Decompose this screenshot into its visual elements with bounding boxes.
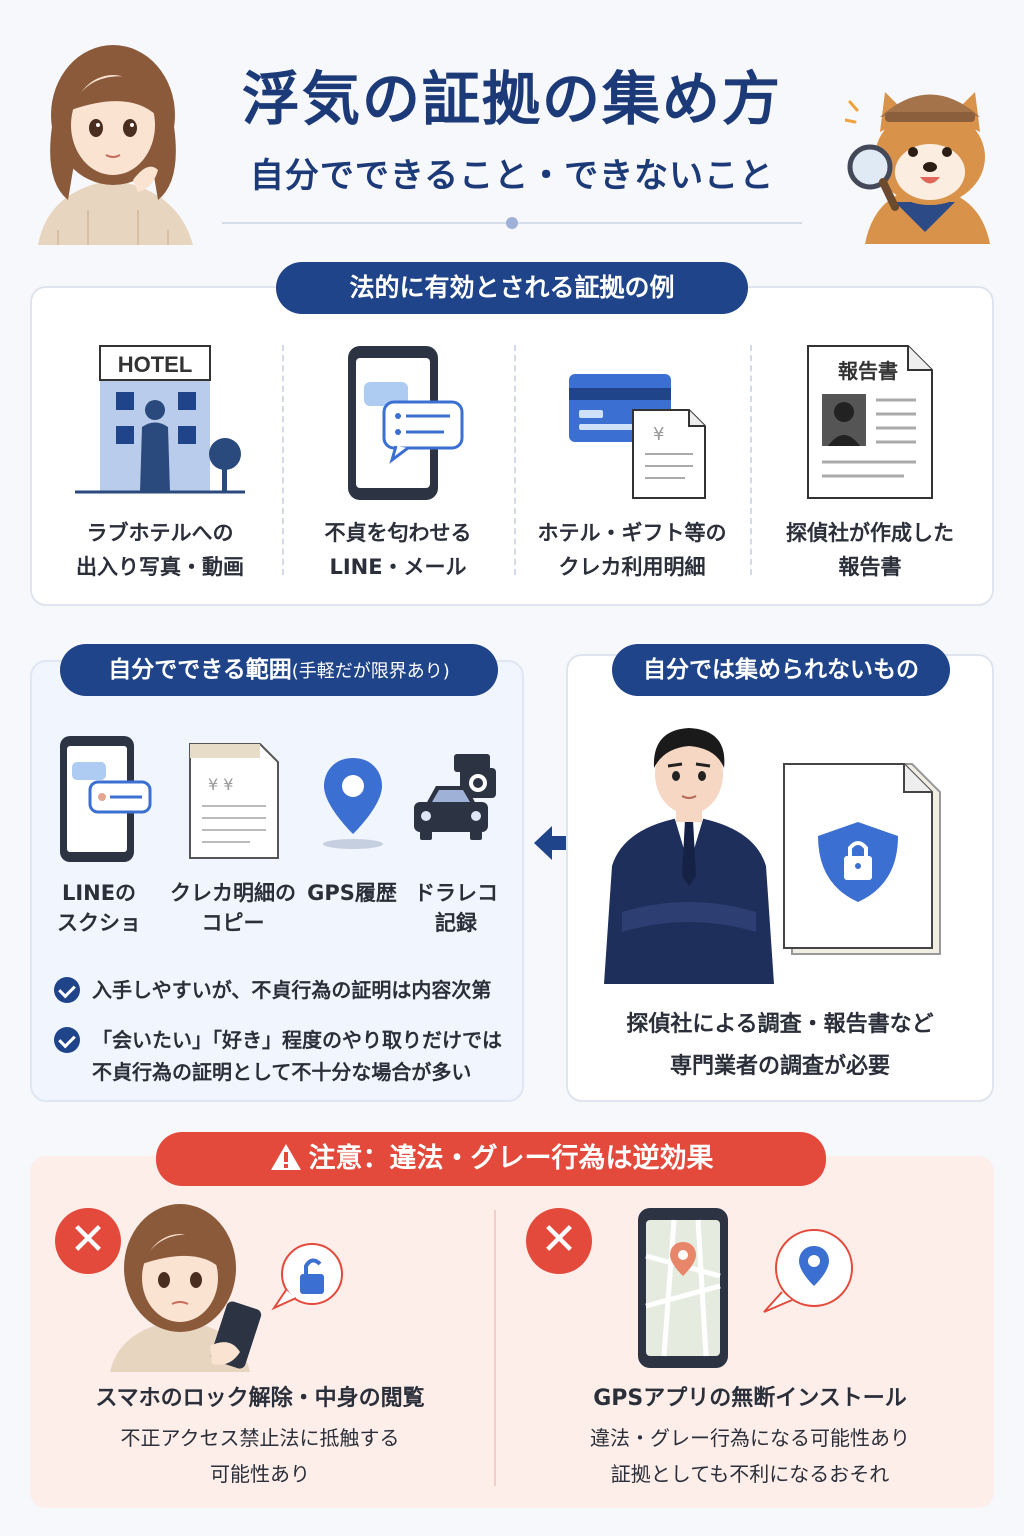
shiba-detective-illustration [845, 92, 990, 244]
warning-right-title: GPSアプリの無断インストール [593, 1386, 907, 1411]
diy-item-line-caption: LINEの スクショ [57, 881, 141, 935]
phone-gps-app-icon [638, 1208, 728, 1368]
warning-left-desc: 不正アクセス禁止法に抵触する 可能性あり [120, 1426, 400, 1486]
woman-thinking-illustration [38, 45, 193, 245]
gps-pin-icon [323, 758, 383, 849]
statement-copy-icon: ¥ ¥ [189, 743, 279, 859]
page-title: 浮気の証拠の集め方 [241, 65, 782, 133]
diy-item-gps-caption: GPS履歴 [307, 881, 397, 905]
report-document-icon: 報告書 [807, 345, 933, 499]
warning-left-title: スマホのロック解除・中身の閲覧 [95, 1386, 425, 1411]
legal-item-report-caption: 探偵社が作成した 報告書 [786, 521, 954, 579]
check-icon [54, 977, 80, 1003]
unlock-speech-bubble-icon [271, 1243, 343, 1311]
pro-heading: 自分では集められないもの [612, 644, 950, 696]
hotel-building-icon: HOTEL [75, 345, 245, 494]
prohibited-x-icon: ✕ [526, 1208, 592, 1274]
legal-evidence-heading: 法的に有効とされる証拠の例 [276, 262, 748, 314]
hotel-sign-text: HOTEL [118, 352, 193, 377]
diy-card [30, 660, 524, 1102]
legal-separator-1 [282, 345, 284, 575]
diy-item-dashcam-caption: ドラレコ 記録 [414, 881, 498, 935]
page-subtitle: 自分でできること・できないこと [249, 156, 775, 196]
detective-man-illustration [604, 728, 774, 984]
legal-separator-3 [750, 345, 752, 575]
warning-triangle-icon [270, 1144, 301, 1170]
diy-heading-note: (手軽だが限界あり) [291, 661, 450, 682]
diy-note-1: 入手しやすいが、不貞行為の証明は内容次第 [54, 974, 514, 1006]
warning-heading: 注意：違法・グレー行為は逆効果 [156, 1132, 826, 1186]
legal-separator-2 [514, 345, 516, 575]
diy-item-card-caption: クレカ明細の コピー [170, 881, 296, 935]
diy-heading-main: 自分でできる範囲 [108, 657, 292, 683]
smartphone-chat-icon [348, 346, 464, 500]
svg-text:¥: ¥ [653, 424, 664, 445]
credit-card-receipt-icon: ¥ [569, 374, 706, 499]
report-doc-title: 報告書 [838, 359, 898, 383]
diy-note-2: 「会いたい」「好き」程度のやり取りだけでは 不貞行為の証明として不十分な場合が多… [54, 1024, 514, 1088]
pro-caption: 探偵社による調査・報告書など 専門業者の調査が必要 [626, 1012, 934, 1079]
confidential-document-icon [783, 763, 941, 955]
svg-text:¥ ¥: ¥ ¥ [208, 775, 233, 794]
legal-item-card-caption: ホテル・ギフト等の クレカ利用明細 [537, 521, 727, 579]
warning-right-desc: 違法・グレー行為になる可能性あり 証拠としても不利になるおそれ [590, 1426, 910, 1486]
prohibited-x-icon: ✕ [55, 1208, 121, 1274]
warning-separator [494, 1210, 496, 1486]
header-divider-dot [506, 217, 518, 229]
gps-speech-bubble-icon [763, 1229, 853, 1313]
phone-screenshot-icon [60, 736, 152, 862]
woman-phone-illustration [110, 1204, 262, 1372]
legal-item-line-caption: 不貞を匂わせる LINE・メール [324, 521, 472, 579]
diy-heading: 自分でできる範囲(手軽だが限界あり) [60, 644, 498, 696]
check-icon [54, 1027, 80, 1053]
dashcam-car-icon [414, 754, 496, 840]
legal-item-hotel-caption: ラブホテルへの 出入り写真・動画 [76, 521, 244, 579]
